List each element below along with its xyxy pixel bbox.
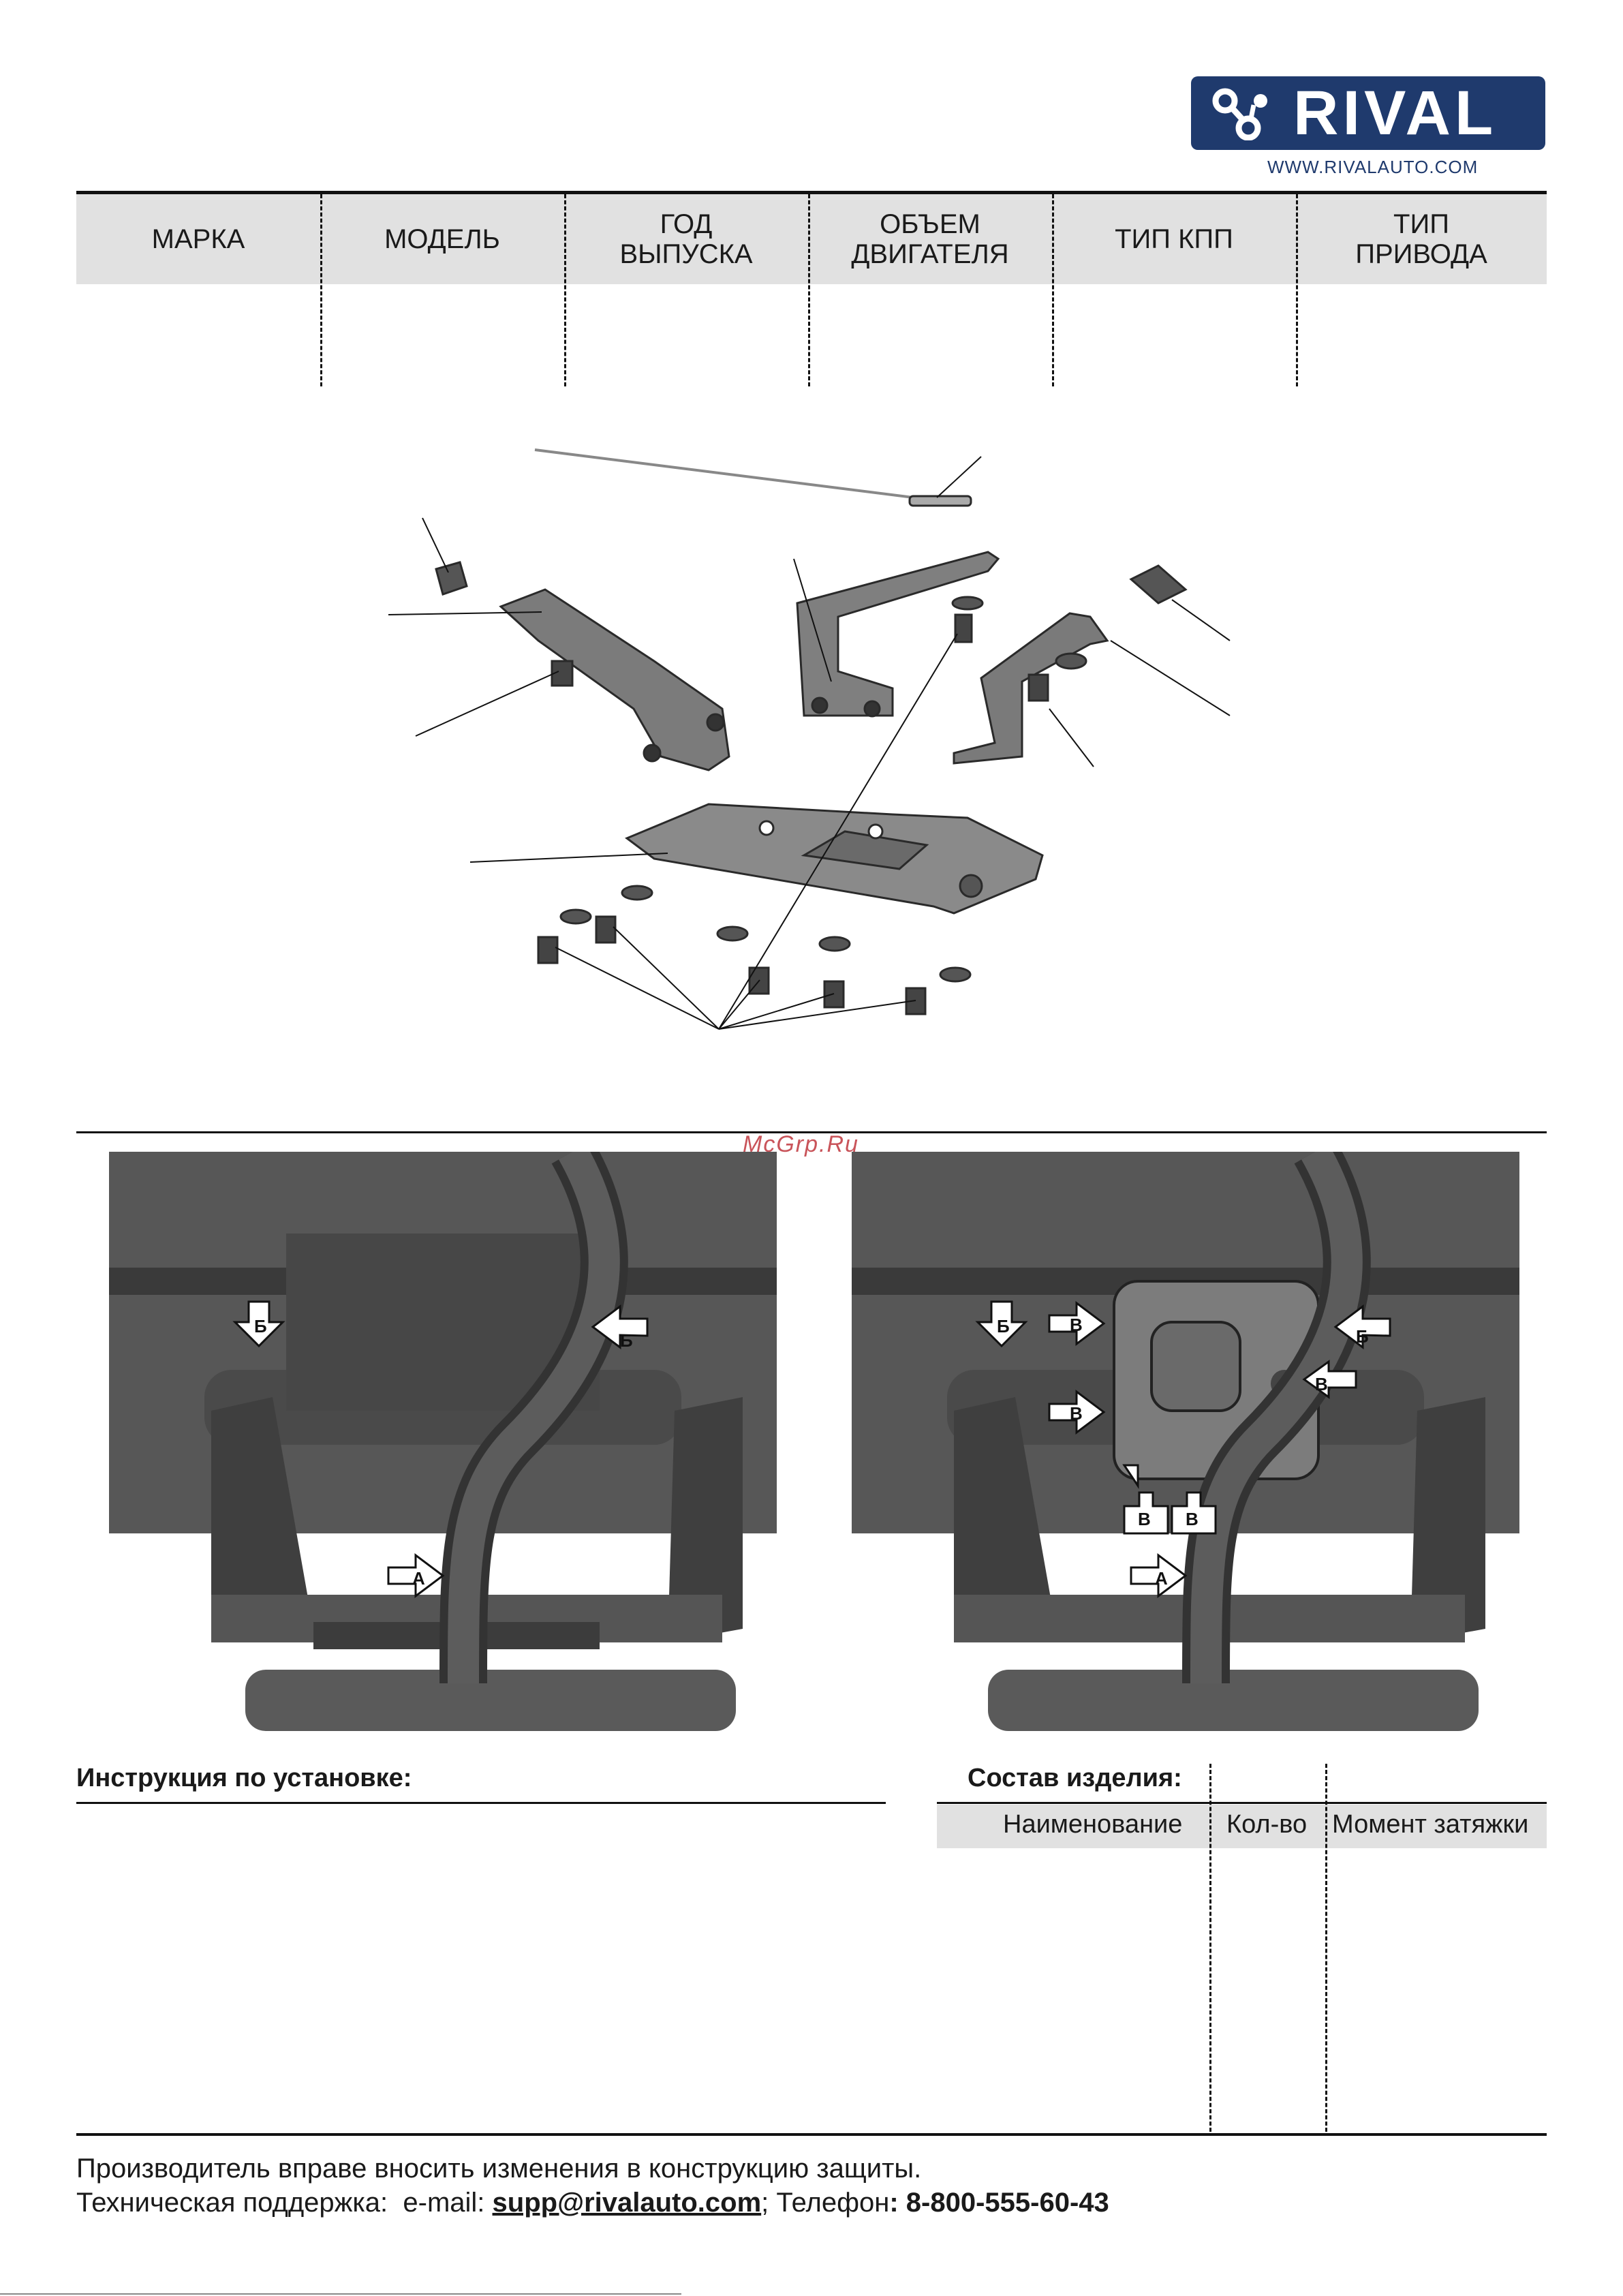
header-make: МАРКА xyxy=(151,224,245,254)
phone-prefix: ; Телефон xyxy=(761,2188,890,2218)
parts-title: Состав изделия: xyxy=(968,1764,1182,1792)
marker-label: В xyxy=(1138,1509,1151,1529)
column-quantity: Кол-во xyxy=(1226,1810,1308,1839)
header-engine-volume: ОБЪЕМ ДВИГАТЕЛЯ xyxy=(851,209,1009,269)
support-prefix: Техническая поддержка: e-mail: xyxy=(76,2188,493,2218)
marker-label: В xyxy=(1186,1509,1199,1529)
footer-support: Техническая поддержка: e-mail: supp@riva… xyxy=(76,2188,1109,2218)
exploded-assembly-diagram xyxy=(388,448,1231,1030)
column-divider xyxy=(1325,1764,1327,2132)
instructions-title: Инструкция по установке: xyxy=(76,1764,412,1792)
marker-label: В xyxy=(1070,1403,1083,1424)
rival-logo: RIVAL xyxy=(1191,76,1545,150)
footer-rule xyxy=(76,2133,1547,2136)
parts-rule xyxy=(937,1802,1547,1804)
column-divider xyxy=(320,194,322,386)
installation-photo-after: Б Б А В В В В В xyxy=(852,1152,1519,1731)
logo-emblem-icon xyxy=(1212,88,1267,140)
installation-photo-before: Б Б А xyxy=(109,1152,777,1731)
bottom-rule xyxy=(0,2293,681,2295)
column-divider xyxy=(1209,1764,1211,2132)
marker-label: В xyxy=(1315,1374,1328,1394)
marker-label: А xyxy=(1155,1568,1168,1589)
header-drive-type: ТИП ПРИВОДА xyxy=(1355,209,1487,269)
marker-label: Б xyxy=(997,1316,1010,1336)
header-transmission: ТИП КПП xyxy=(1115,224,1233,254)
footer-disclaimer: Производитель вправе вносить изменения в… xyxy=(76,2154,922,2184)
section-divider xyxy=(76,1131,1547,1133)
column-divider xyxy=(808,194,810,386)
brand-url[interactable]: WWW.RIVALAUTO.COM xyxy=(1267,157,1479,177)
column-torque: Момент затяжки xyxy=(1332,1810,1529,1839)
column-divider xyxy=(564,194,566,386)
logo-text: RIVAL xyxy=(1293,78,1498,148)
support-phone[interactable]: : 8-800-555-60-43 xyxy=(889,2188,1109,2218)
marker-label: Б xyxy=(620,1330,633,1351)
column-divider xyxy=(1052,194,1054,386)
header-year: ГОД ВЫПУСКА xyxy=(619,209,753,269)
column-name: Наименование xyxy=(1003,1810,1183,1839)
table-top-rule xyxy=(76,191,1547,194)
header-model: МОДЕЛЬ xyxy=(384,224,500,254)
marker-label: В xyxy=(1070,1315,1083,1335)
marker-label: Б xyxy=(1356,1326,1369,1347)
instructions-rule xyxy=(76,1802,886,1804)
support-email-link[interactable]: supp@rivalauto.com xyxy=(492,2188,762,2218)
column-divider xyxy=(1296,194,1298,386)
parts-table-header xyxy=(937,1805,1547,1848)
marker-label: Б xyxy=(254,1316,267,1336)
marker-label: А xyxy=(412,1568,425,1589)
